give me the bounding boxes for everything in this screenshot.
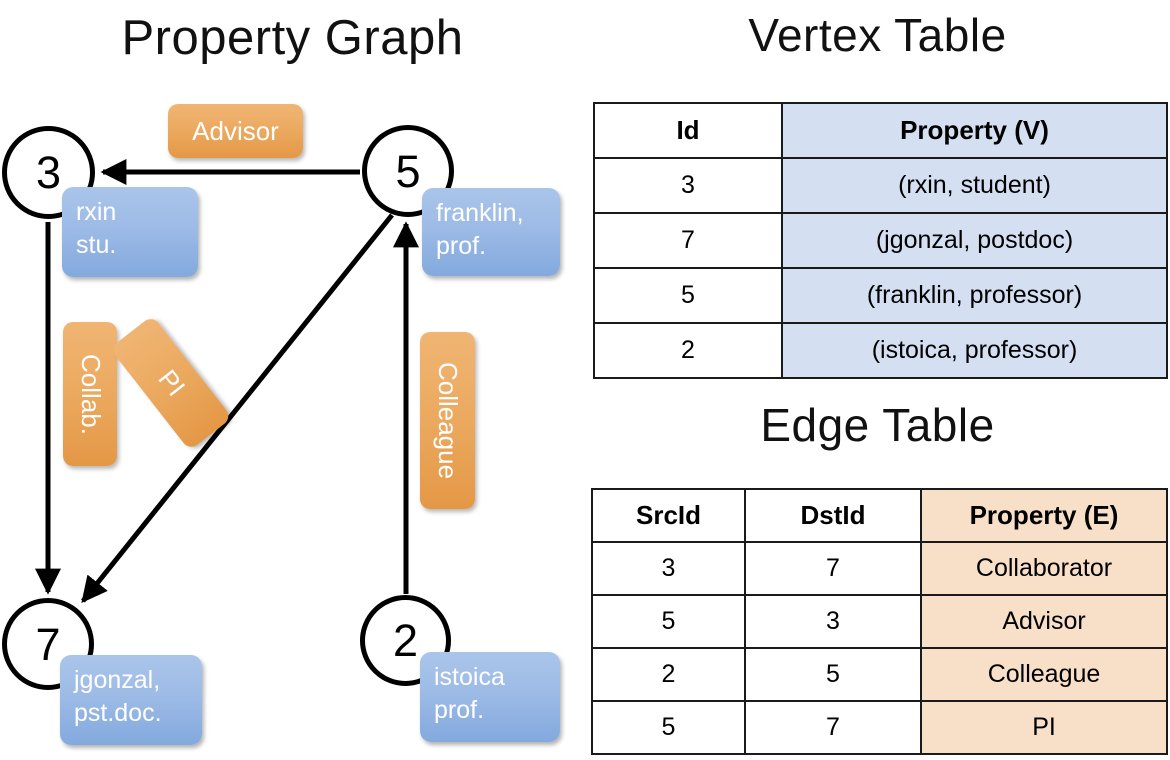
property-graph-panel: Property Graph 3 5 7 2 rxin stu. frankli… [2, 11, 560, 745]
edge-label-colleague: Colleague [433, 361, 463, 480]
edge-row-0-src: 3 [591, 541, 746, 596]
graph-node-3-label: 3 [35, 147, 62, 198]
edge-label-pi: PI [152, 363, 191, 402]
vertex-row-3-property: (istoica, professor) [781, 322, 1168, 379]
vertex-row-1-property: (jgonzal, postdoc) [781, 212, 1168, 269]
vertex-property-jgonzal-line2: pst.doc. [74, 699, 162, 728]
edge-5-to-7 [81, 213, 394, 604]
edge-row-2-src: 2 [591, 647, 746, 702]
graph-node-2[interactable]: 2 [360, 595, 451, 686]
vertex-table-header-property: Property (V) [781, 102, 1168, 159]
vertex-table-header-row: Id Property (V) [593, 102, 1168, 159]
edge-row-1-dst: 3 [744, 594, 922, 649]
edge-row-3-property: PI [920, 700, 1168, 755]
edge-label-box-colleague[interactable]: Colleague [420, 332, 475, 509]
edge-table-header-dstid: DstId [744, 488, 922, 543]
edge-label-advisor: Advisor [192, 115, 279, 146]
edge-row-0-property: Collaborator [920, 541, 1168, 596]
vertex-row-1-id: 7 [593, 212, 783, 269]
table-row[interactable]: 5 3 Advisor [591, 594, 1168, 649]
page-title-vertex-table: Vertex Table [748, 9, 1007, 61]
edge-row-3-src: 5 [591, 700, 746, 755]
vertex-property-box-franklin[interactable]: franklin, prof. [422, 188, 560, 276]
edge-row-2-property: Colleague [920, 647, 1168, 702]
graph-edges-layer [35, 159, 419, 604]
table-row[interactable]: 3 7 Collaborator [591, 541, 1168, 596]
vertex-property-franklin-line1: franklin, [436, 199, 524, 227]
table-row[interactable]: 2 (istoica, professor) [593, 322, 1168, 379]
vertex-property-box-istoica[interactable]: istoica prof. [420, 652, 560, 742]
edge-row-1-property: Advisor [920, 594, 1168, 649]
vertex-property-istoica-line2: prof. [434, 696, 485, 725]
edge-row-1-src: 5 [591, 594, 746, 649]
vertex-property-istoica-line1: istoica [434, 663, 505, 691]
vertex-table-header-id: Id [593, 102, 783, 159]
vertex-row-3-id: 2 [593, 322, 783, 379]
page-title-property-graph: Property Graph [121, 11, 464, 65]
table-row[interactable]: 3 (rxin, student) [593, 157, 1168, 214]
vertex-row-2-property: (franklin, professor) [781, 267, 1168, 324]
graph-node-2-label: 2 [392, 615, 419, 666]
table-row[interactable]: 5 7 PI [591, 700, 1168, 755]
vertex-row-0-id: 3 [593, 157, 783, 214]
table-row[interactable]: 5 (franklin, professor) [593, 267, 1168, 324]
graph-node-5[interactable]: 5 [362, 125, 454, 217]
graph-node-7-label: 7 [35, 618, 61, 670]
vertex-row-2-id: 5 [593, 267, 783, 324]
vertex-property-box-rxin[interactable]: rxin stu. [62, 187, 198, 277]
graph-node-5-label: 5 [395, 145, 421, 197]
edge-table-header-row: SrcId DstId Property (E) [591, 488, 1168, 543]
table-row[interactable]: 7 (jgonzal, postdoc) [593, 212, 1168, 269]
vertex-property-franklin-line2: prof. [436, 232, 487, 261]
edge-label-box-advisor[interactable]: Advisor [168, 104, 303, 158]
edge-label-box-collab[interactable]: Collab. [63, 322, 117, 466]
vertex-property-rxin-line2: stu. [76, 231, 117, 260]
edge-label-collab: Collab. [75, 353, 106, 435]
edge-row-3-dst: 7 [744, 700, 922, 755]
vertex-table: Id Property (V) 3 (rxin, student) 7 (jgo… [593, 102, 1168, 379]
vertex-property-box-jgonzal[interactable]: jgonzal, pst.doc. [60, 655, 202, 745]
edge-row-2-dst: 5 [744, 647, 922, 702]
vertex-row-0-property: (rxin, student) [781, 157, 1168, 214]
edge-table-header-property: Property (E) [920, 488, 1168, 543]
edge-table: SrcId DstId Property (E) 3 7 Collaborato… [591, 488, 1168, 755]
edge-table-header-srcid: SrcId [591, 488, 746, 543]
vertex-property-jgonzal-line1: jgonzal, [74, 666, 161, 694]
page-title-edge-table: Edge Table [760, 399, 995, 451]
vertex-property-rxin-line1: rxin [76, 198, 117, 226]
edge-row-0-dst: 7 [744, 541, 922, 596]
table-row[interactable]: 2 5 Colleague [591, 647, 1168, 702]
